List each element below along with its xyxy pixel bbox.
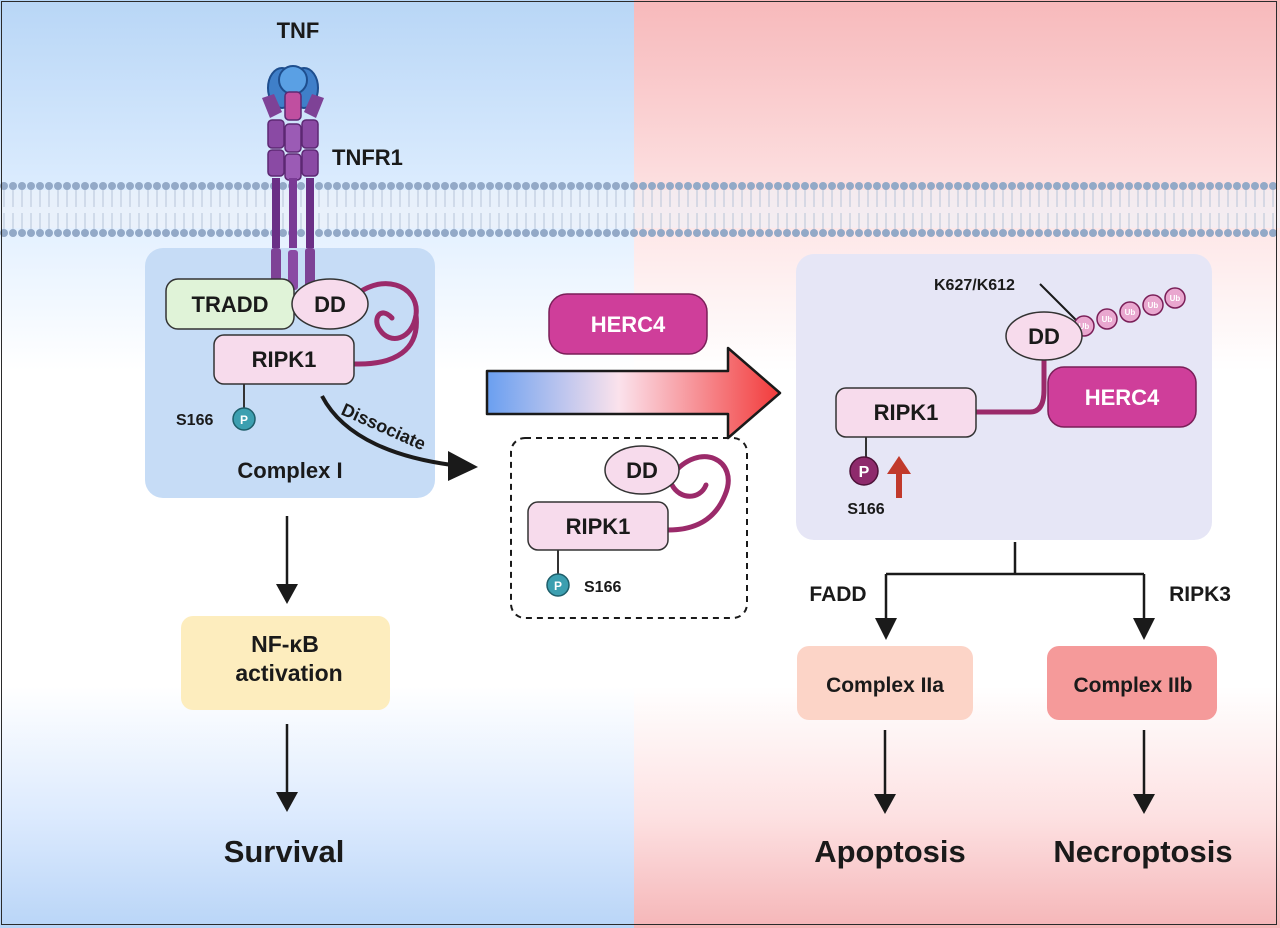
tradd-label: TRADD — [192, 292, 269, 317]
tnfr1-label: TNFR1 — [332, 145, 403, 170]
ubiquitin-label: Ub — [1125, 308, 1136, 317]
right-ripk1-label: RIPK1 — [874, 400, 939, 425]
ubiquitin-bead-icon — [1164, 287, 1186, 309]
to-necroptosis-arrowhead-icon — [1133, 794, 1155, 814]
apoptosis-label: Apoptosis — [814, 834, 966, 869]
survival-label: Survival — [224, 834, 345, 869]
right-dd-label: DD — [1028, 324, 1060, 349]
dissociated-linker-loop — [665, 454, 731, 533]
tnf-label: TNF — [277, 18, 320, 43]
to-apoptosis-arrowhead-icon — [874, 794, 896, 814]
necroptosis-label: Necroptosis — [1053, 834, 1232, 869]
dissociated-ripk1-node — [527, 501, 669, 551]
to-complex-iib-arrowhead-icon — [1133, 618, 1155, 640]
complex-iib-label: Complex IIb — [1073, 674, 1192, 697]
dissociated-dd-node — [604, 445, 680, 495]
ubiquitin-label: Ub — [1148, 301, 1159, 310]
right-dd-node — [1005, 311, 1083, 361]
herc4-label: HERC4 — [591, 312, 666, 337]
dissociated-s166-label: S166 — [584, 579, 621, 596]
ripk1-node — [213, 334, 355, 385]
to-survival-arrowhead-icon — [276, 792, 298, 812]
herc4-ripk1-linker — [975, 354, 1047, 415]
nfkb-label: NF-κB — [251, 631, 319, 657]
dissociated-phosphate-icon — [546, 573, 570, 597]
right-s166-label: S166 — [847, 501, 884, 518]
ubiquitin-bead-icon — [1142, 294, 1164, 316]
activation-label: activation — [235, 660, 342, 686]
ubiquitin-label: Ub — [1079, 322, 1090, 331]
nfkb-activation-box — [181, 616, 390, 710]
to-nfkb-arrowhead-icon — [276, 584, 298, 604]
s166-label: S166 — [176, 412, 213, 429]
to-complex-iia-arrowhead-icon — [875, 618, 897, 640]
phospho-p-label: P — [240, 413, 248, 427]
dissociated-p-label: P — [554, 579, 562, 593]
dd-label: DD — [314, 292, 346, 317]
dissociated-ripk1-label: RIPK1 — [566, 514, 631, 539]
fadd-label: FADD — [809, 583, 866, 606]
dd-node — [291, 278, 369, 330]
ripk1-label: RIPK1 — [252, 347, 317, 372]
ubiquitin-pointer — [1039, 283, 1077, 321]
phosphorylation-badge-icon — [849, 456, 879, 486]
ubiquitin-label: Ub — [1102, 315, 1113, 324]
dissociated-ripk1-box — [510, 437, 748, 619]
ripk1-linker-loop — [347, 281, 419, 367]
ubiquitin-bead-icon — [1119, 301, 1141, 323]
increase-up-arrow-icon — [887, 456, 911, 498]
complex-i-label: Complex I — [237, 458, 342, 483]
cell-membrane — [0, 182, 1280, 237]
right-ripk1-node — [835, 387, 977, 438]
complex-iib-box — [1047, 646, 1217, 720]
ubiquitin-bead-icon — [1096, 308, 1118, 330]
dissociated-dd-label: DD — [626, 458, 658, 483]
k627-k612-label: K627/K612 — [934, 277, 1015, 294]
right-herc4-node — [1047, 366, 1197, 428]
dissociate-arrowhead-icon — [448, 451, 478, 481]
complex-iia-box — [797, 646, 973, 720]
complex-iia-label: Complex IIa — [826, 674, 944, 697]
phosphate-badge-icon — [232, 407, 256, 431]
ripk3-label: RIPK3 — [1169, 583, 1231, 606]
dissociate-curve — [320, 395, 453, 467]
right-p-label: P — [859, 464, 870, 481]
conversion-arrow-icon — [485, 346, 782, 440]
herc4-enzyme-node — [548, 293, 708, 355]
ubiquitin-label: Ub — [1170, 294, 1181, 303]
right-herc4-label: HERC4 — [1085, 385, 1160, 410]
